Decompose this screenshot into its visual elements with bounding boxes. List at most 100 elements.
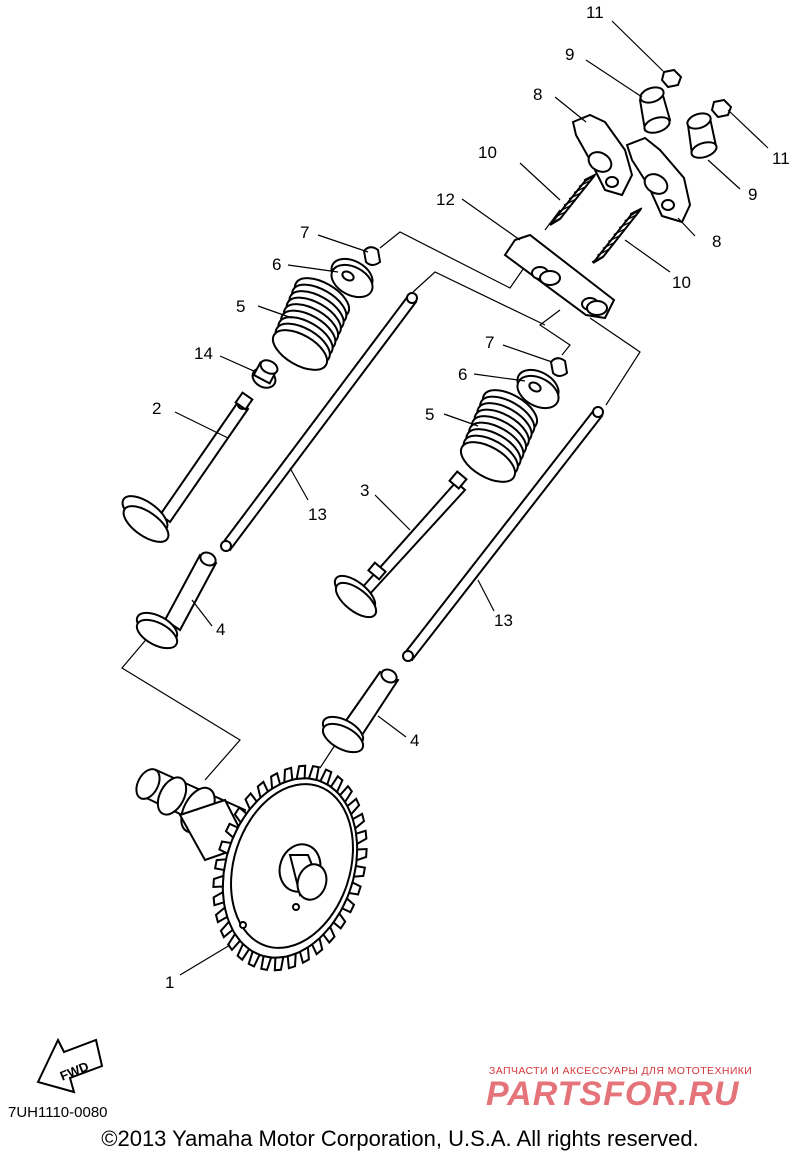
stud-thread — [618, 221, 632, 229]
callout-13: 13 — [308, 505, 327, 524]
diagram-code: 7UH1110-0080 — [8, 1104, 108, 1121]
stud-thread — [548, 217, 562, 225]
rocker-arm-left — [571, 113, 634, 197]
callout-3: 3 — [360, 481, 369, 500]
gear-tooth — [310, 936, 324, 956]
gear-tooth — [347, 881, 362, 896]
stud-thread — [558, 204, 572, 213]
stud-thread — [573, 185, 587, 194]
stud-thread — [578, 179, 592, 187]
gear-tooth — [214, 905, 229, 924]
stud-thread — [613, 227, 627, 236]
assembly-line-pushrod-to-plate — [412, 271, 546, 326]
gear-tooth — [283, 766, 294, 784]
stud-thread — [629, 207, 643, 215]
gear-tooth — [260, 954, 273, 972]
gear-tooth — [351, 812, 366, 831]
valve-intake — [121, 391, 254, 543]
callout-6: 6 — [272, 255, 281, 274]
callout-5: 5 — [425, 405, 434, 424]
rocker-pivot-left — [638, 86, 672, 134]
rocker-arm-right — [625, 136, 692, 224]
assembly-line-pushrod2-to-plate — [589, 317, 641, 406]
valve-cotter-upper — [362, 246, 382, 266]
valve-spring-lower — [459, 389, 539, 483]
rocker-nut-left — [660, 68, 683, 89]
stud-thread — [568, 192, 582, 200]
callout-11: 11 — [586, 3, 604, 22]
rocker-stud-left — [548, 173, 597, 226]
gear-tooth — [218, 840, 233, 855]
callout-9: 9 — [565, 45, 574, 64]
push-rod-right — [402, 406, 604, 662]
callout-8: 8 — [533, 85, 542, 104]
callout-9: 9 — [748, 185, 757, 204]
gear-tooth — [219, 919, 234, 939]
assembly-line-spring-to-plate-2 — [538, 309, 571, 356]
gear-tooth — [233, 806, 248, 825]
watermark-brand: PARTSFOR.RU — [486, 1075, 740, 1113]
callout-7: 7 — [485, 333, 494, 352]
stud-thread — [553, 211, 567, 219]
camshaft — [135, 764, 368, 972]
callout-4: 4 — [410, 731, 419, 750]
gear-tooth — [236, 942, 251, 962]
gear-tooth — [340, 896, 356, 914]
spring-coil — [271, 329, 329, 371]
rocker-arm-plate — [503, 233, 616, 320]
stud-shaft — [592, 208, 642, 264]
gear-tooth — [307, 764, 320, 782]
assembly-line-cam-to-lifter-right — [319, 744, 336, 769]
valve-lifter-right — [321, 668, 400, 754]
valve-stem-seal — [251, 359, 279, 389]
assembly-line-cam-to-lifter-left — [121, 634, 241, 781]
gear-tooth — [212, 890, 225, 907]
stud-shaft — [549, 174, 596, 226]
gear-tooth — [226, 932, 242, 952]
callout-11: 11 — [772, 149, 790, 168]
copyright-text: ©2013 Yamaha Motor Corporation, U.S.A. A… — [101, 1126, 699, 1151]
valve-exhaust — [333, 470, 468, 619]
callout-2: 2 — [152, 399, 161, 418]
assembly-line-spring-to-plate-1 — [379, 231, 529, 289]
gear-tooth — [346, 797, 361, 817]
gear-tooth — [244, 791, 258, 811]
callout-5: 5 — [236, 297, 245, 316]
valve-lifter-left — [135, 551, 218, 650]
stud-thread — [624, 214, 637, 222]
stud-thread — [583, 173, 597, 181]
callout-10: 10 — [478, 143, 497, 162]
gear-tooth — [213, 858, 228, 872]
valve-spring-upper — [271, 277, 351, 371]
callout-14: 14 — [194, 344, 213, 363]
assembly-lines — [121, 209, 641, 781]
gear-tooth — [224, 822, 240, 840]
gear-tooth — [329, 774, 344, 794]
rocker-stud-right — [591, 207, 643, 264]
watermark-subtitle: ЗАПЧАСТИ И АКСЕССУАРЫ ДЛЯ МОТОТЕХНИКИ — [489, 1065, 753, 1077]
callout-6: 6 — [458, 365, 467, 384]
gear-tooth — [286, 952, 297, 970]
assembly-line-rocker-to-plate — [544, 209, 561, 231]
callout-12: 12 — [436, 190, 455, 209]
stud-thread — [563, 198, 577, 206]
gear-tooth — [212, 874, 225, 889]
gear-tooth — [355, 847, 368, 862]
rocker-pivot-right — [686, 112, 718, 159]
leader-lines — [174, 20, 769, 976]
gear-tooth — [295, 764, 307, 780]
gear-tooth — [247, 950, 261, 968]
gear-tooth — [322, 925, 336, 945]
callout-13: 13 — [494, 611, 513, 630]
push-rod-left — [220, 292, 418, 552]
spring-coil — [459, 441, 517, 483]
gear-tooth — [352, 864, 367, 878]
gear-tooth — [319, 768, 333, 786]
gear-tooth — [332, 911, 347, 930]
callout-8: 8 — [712, 232, 721, 251]
gear-tooth — [270, 771, 282, 791]
rocker-nut-right — [710, 98, 733, 119]
callout-10: 10 — [672, 273, 691, 292]
cam-gear-teeth — [212, 764, 368, 972]
